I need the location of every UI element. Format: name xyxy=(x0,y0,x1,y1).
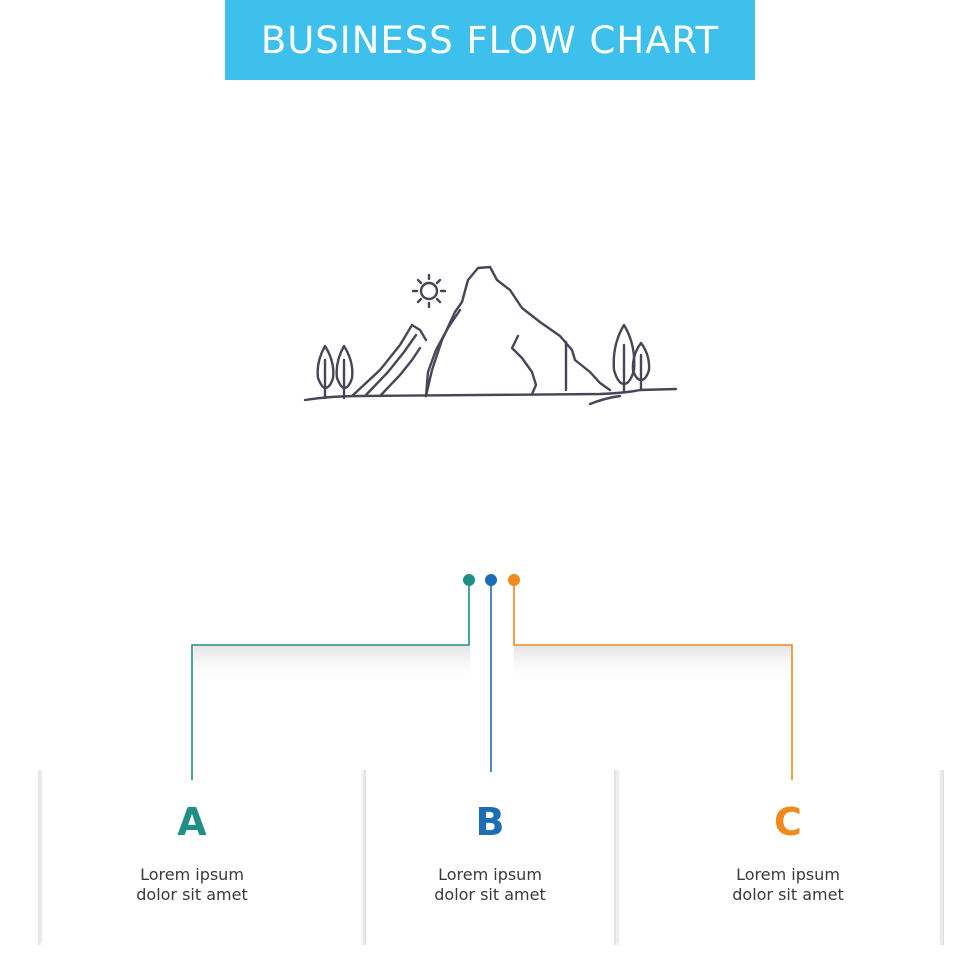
node-dot-c xyxy=(508,574,520,586)
tree-icon xyxy=(316,344,335,400)
branch-shadow xyxy=(514,645,792,685)
step-c-text: Lorem ipsum dolor sit amet xyxy=(628,865,948,905)
step-a-letter: A xyxy=(177,800,207,844)
step-c-panel: C Lorem ipsum dolor sit amet xyxy=(628,770,948,945)
step-b-line1: Lorem ipsum xyxy=(438,865,542,884)
connector-lines xyxy=(191,580,793,780)
page-title: BUSINESS FLOW CHART xyxy=(260,18,720,62)
step-c-letter: C xyxy=(774,800,802,844)
mountain-landscape-icon xyxy=(303,265,678,406)
connector-a xyxy=(191,580,470,780)
title-banner: BUSINESS FLOW CHART xyxy=(225,0,755,80)
step-b-text: Lorem ipsum dolor sit amet xyxy=(330,865,650,905)
sun-icon xyxy=(411,273,447,309)
step-b-letter: B xyxy=(475,800,505,844)
tree-icon xyxy=(335,344,354,400)
step-c-line1: Lorem ipsum xyxy=(736,865,840,884)
step-b-panel: B Lorem ipsum dolor sit amet xyxy=(330,770,650,945)
tree-icon xyxy=(612,323,636,394)
step-a-text: Lorem ipsum dolor sit amet xyxy=(32,865,352,905)
step-c-line2: dolor sit amet xyxy=(732,885,844,904)
branch-shadow xyxy=(194,645,470,685)
panel-dividers xyxy=(38,770,944,945)
step-a-line2: dolor sit amet xyxy=(136,885,248,904)
step-b-line2: dolor sit amet xyxy=(434,885,546,904)
tree-icon xyxy=(631,341,651,392)
step-a-line1: Lorem ipsum xyxy=(140,865,244,884)
node-dot-a xyxy=(463,574,475,586)
connector-c xyxy=(513,580,793,780)
step-a-panel: A Lorem ipsum dolor sit amet xyxy=(32,770,352,945)
node-dot-b xyxy=(485,574,497,586)
